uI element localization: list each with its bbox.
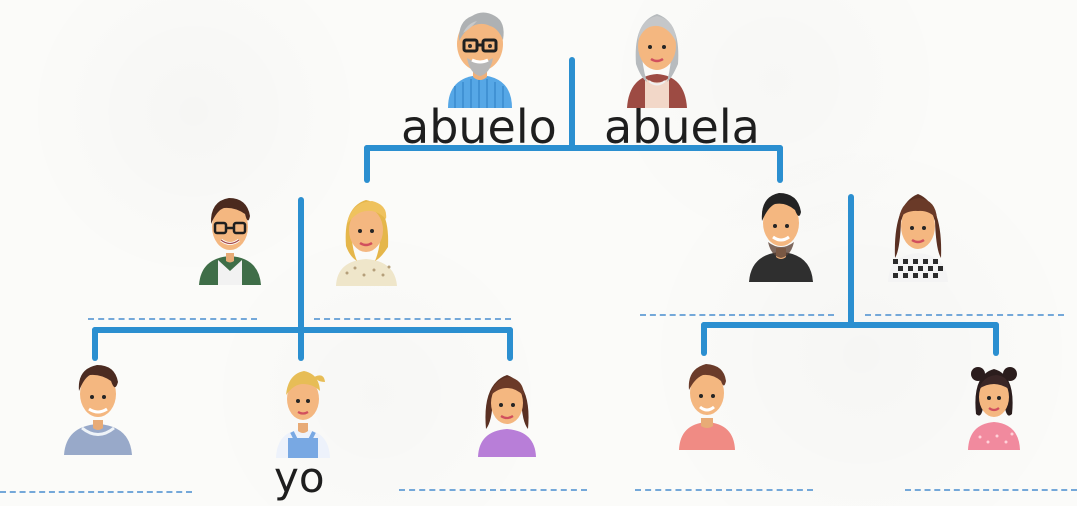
blank-line-child-right-left [399, 489, 587, 491]
left-child-girl-avatar [478, 375, 536, 457]
label-yo: yo [274, 453, 325, 502]
blank-line-parent-right-1 [640, 314, 834, 316]
label-abuelo: abuelo [401, 100, 557, 154]
blank-line-child-right-family-1 [635, 489, 813, 491]
yo-avatar [276, 371, 330, 458]
left-father-avatar [199, 198, 261, 285]
right-child-boy-avatar [679, 364, 735, 450]
left-child-boy-avatar [64, 365, 132, 455]
left-mother-avatar [336, 200, 397, 286]
blank-line-parent-left-1 [88, 318, 257, 320]
blank-line-parent-right-2 [865, 314, 1064, 316]
right-mother-avatar [888, 194, 948, 282]
label-abuela: abuela [604, 100, 760, 154]
right-child-girl-avatar [968, 367, 1020, 450]
grandmother-avatar [627, 14, 687, 108]
grandfather-avatar [448, 12, 512, 108]
blank-line-child-right-family-2 [905, 489, 1077, 491]
blank-line-parent-left-2 [314, 318, 511, 320]
right-father-avatar [749, 193, 813, 282]
blank-line-child-left [0, 491, 192, 493]
